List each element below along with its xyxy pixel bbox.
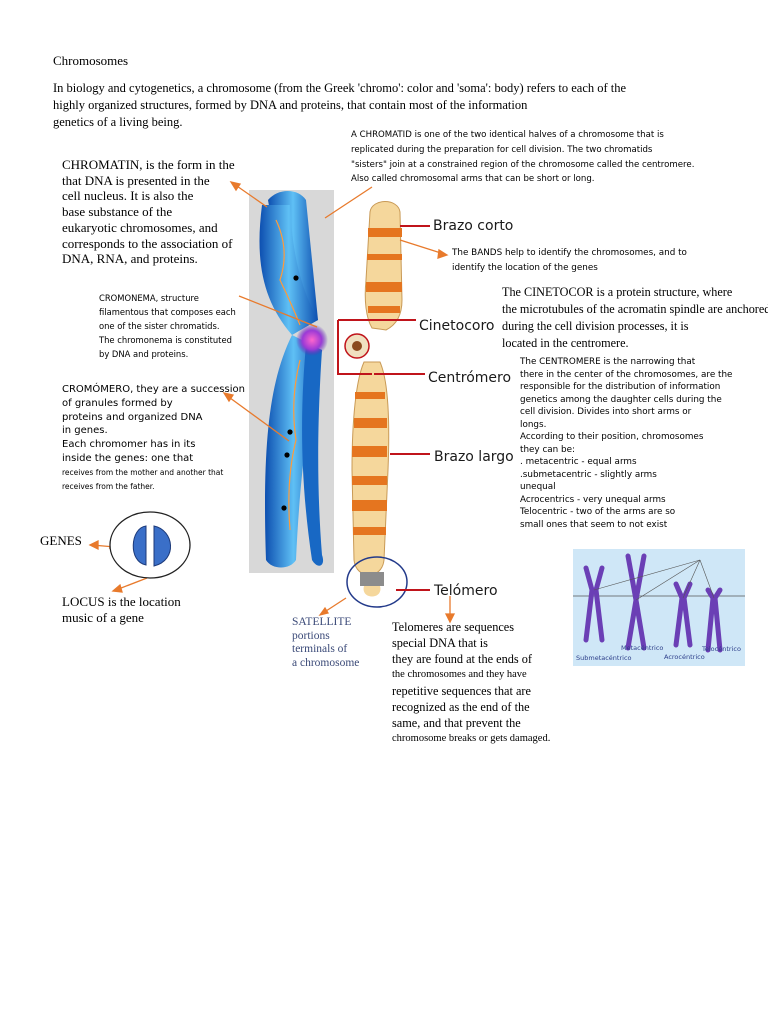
- centromere-line: . metacentric - equal arms: [520, 457, 637, 467]
- locus-description: LOCUS is the location music of a gene: [62, 594, 181, 626]
- chromatid-description: A CHROMATID is one of the two identical …: [351, 128, 694, 187]
- cromomero-description: CROMÓMERO, they are a succession of gran…: [62, 383, 245, 494]
- bands-description: The BANDS help to identify the chromosom…: [452, 246, 687, 276]
- cromonema-line: one of the sister chromatids.: [99, 321, 220, 331]
- satellite-line: portions: [292, 629, 330, 642]
- inset-label-metacentrico: Metacéntrico: [621, 644, 663, 652]
- label-pointers: [337, 225, 430, 591]
- cromomero-small-line: receives from the father.: [62, 481, 155, 491]
- locus-line: LOCUS is the location: [62, 594, 181, 609]
- cinetocor-line: the microtubules of the acromatin spindl…: [502, 302, 768, 316]
- cinetocor-description: The CINETOCOR is a protein structure, wh…: [502, 284, 768, 352]
- telomeres-line: special DNA that is: [392, 636, 488, 650]
- cromomero-small-line: receives from the mother and another tha…: [62, 467, 224, 477]
- chromatin-line: base substance of the: [62, 204, 173, 220]
- page-title: Chromosomes: [53, 53, 129, 68]
- cinetocor-line: The CINETOCOR is a protein structure, wh…: [502, 285, 733, 299]
- label-brazo-largo: Brazo largo: [434, 449, 514, 465]
- chromosome-cartoon: [344, 201, 408, 608]
- cromonema-line: CROMONEMA, structure: [99, 293, 199, 303]
- intro-paragraph: In biology and cytogenetics, a chromosom…: [53, 80, 626, 131]
- centromere-line: there in the center of the chromosomes, …: [520, 369, 733, 380]
- satellite-line: a chromosome: [292, 656, 360, 669]
- label-brazo-corto: Brazo corto: [433, 218, 513, 234]
- chromatid-line: Also called chromosomal arms that can be…: [351, 174, 595, 185]
- cromomero-line: proteins and organized DNA: [62, 411, 203, 423]
- intro-line: highly organized structures, formed by D…: [53, 98, 528, 112]
- satellite-line: terminals of: [292, 643, 348, 655]
- centromere-line: The CENTROMERE is the narrowing that: [520, 357, 696, 367]
- chromatin-line: DNA, RNA, and proteins.: [62, 251, 198, 267]
- telomeres-line: Telomeres are sequences: [392, 620, 515, 634]
- satellite-description: SATELLITE portions terminals of a chromo…: [292, 616, 359, 670]
- cell-illustration: [109, 511, 191, 579]
- telomeres-description: Telomeres are sequences special DNA that…: [392, 619, 550, 747]
- telomeres-line: recognized as the end of the: [392, 700, 530, 714]
- cromonema-line: filamentous that composes each: [99, 307, 236, 317]
- centromere-line: .submetacentric - slightly arms: [520, 469, 657, 480]
- centromere-line: longs.: [520, 419, 547, 430]
- chromatin-line: that DNA is presented in the: [62, 172, 210, 188]
- centromere-line: genetics among the daughter cells during…: [520, 394, 722, 405]
- centromere-line: small ones that seem to not exist: [520, 519, 668, 530]
- cromonema-description: CROMONEMA, structure filamentous that co…: [99, 291, 236, 361]
- label-centromero: Centrómero: [428, 370, 511, 386]
- chromatin-line: CHROMATIN, is the form in the: [62, 157, 235, 172]
- annotation-arrows: [88, 181, 456, 624]
- satellite-line: SATELLITE: [292, 616, 352, 628]
- inset-label-telocentrico: Telocéntrico: [701, 645, 741, 653]
- cromomero-line: in genes.: [62, 425, 108, 437]
- label-telomero: Telómero: [433, 583, 498, 599]
- centromere-line: Telocentric - two of the arms are so: [520, 507, 676, 517]
- cromomero-line: of granules formed by: [62, 397, 173, 409]
- cinetocor-line: during the cell division processes, it i…: [502, 319, 689, 333]
- cromomero-line: Each chromomer has in its: [62, 439, 196, 451]
- intro-line: genetics of a living being.: [53, 115, 183, 129]
- cromomero-line: CROMÓMERO, they are a succession: [62, 384, 245, 395]
- chromatid-line: replicated during the preparation for ce…: [351, 144, 653, 155]
- inset-label-submetacentrico: Submetacéntrico: [576, 654, 632, 662]
- centromere-line: they can be:: [520, 444, 575, 455]
- chromatin-line: corresponds to the association of: [62, 235, 233, 251]
- chromatin-description: CHROMATIN, is the form in the that DNA i…: [62, 157, 235, 267]
- intro-line: In biology and cytogenetics, a chromosom…: [53, 81, 627, 95]
- cromonema-line: The chromonema is constituted: [99, 335, 232, 345]
- chromosome-types-inset: Metacéntrico Submetacéntrico Acrocéntric…: [573, 549, 745, 666]
- centromere-line: According to their position, chromosomes: [520, 432, 704, 442]
- diagram-labels: Brazo corto Cinetocoro Centrómero Brazo …: [419, 218, 514, 599]
- cromonema-line: by DNA and proteins.: [99, 349, 189, 359]
- bands-line: identify the location of the genes: [452, 263, 598, 273]
- chromatid-line: A CHROMATID is one of the two identical …: [351, 130, 664, 140]
- locus-line: music of a gene: [62, 610, 144, 625]
- chromatin-line: eukaryotic chromosomes, and: [62, 219, 218, 235]
- telomeres-line: same, and that prevent the: [392, 716, 521, 730]
- telomeres-small-line: the chromosomes and they have: [392, 669, 527, 680]
- telomeres-line: they are found at the ends of: [392, 652, 532, 666]
- centromere-line: responsible for the distribution of info…: [520, 382, 721, 392]
- dna-chromosome-illustration: [249, 190, 334, 573]
- centromere-description: The CENTROMERE is the narrowing that the…: [520, 356, 732, 531]
- chromatid-line: "sisters" join at a constrained region o…: [351, 159, 695, 170]
- telomeres-small-line: chromosome breaks or gets damaged.: [392, 733, 551, 744]
- centromere-line: unequal: [520, 482, 556, 492]
- genes-label: GENES: [40, 533, 82, 548]
- inset-label-acrocentrico: Acrocéntrico: [664, 653, 705, 661]
- telomeres-line: repetitive sequences that are: [392, 684, 531, 698]
- bands-line: The BANDS help to identify the chromosom…: [452, 248, 687, 258]
- centromere-line: cell division. Divides into short arms o…: [520, 407, 692, 417]
- centromere-line: Acrocentrics - very unequal arms: [520, 494, 666, 505]
- cinetocor-line: located in the centromere.: [502, 336, 629, 350]
- chromatin-line: cell nucleus. It is also the: [62, 188, 194, 204]
- label-cinetocoro: Cinetocoro: [419, 318, 494, 334]
- cromomero-line: inside the genes: one that: [62, 452, 194, 464]
